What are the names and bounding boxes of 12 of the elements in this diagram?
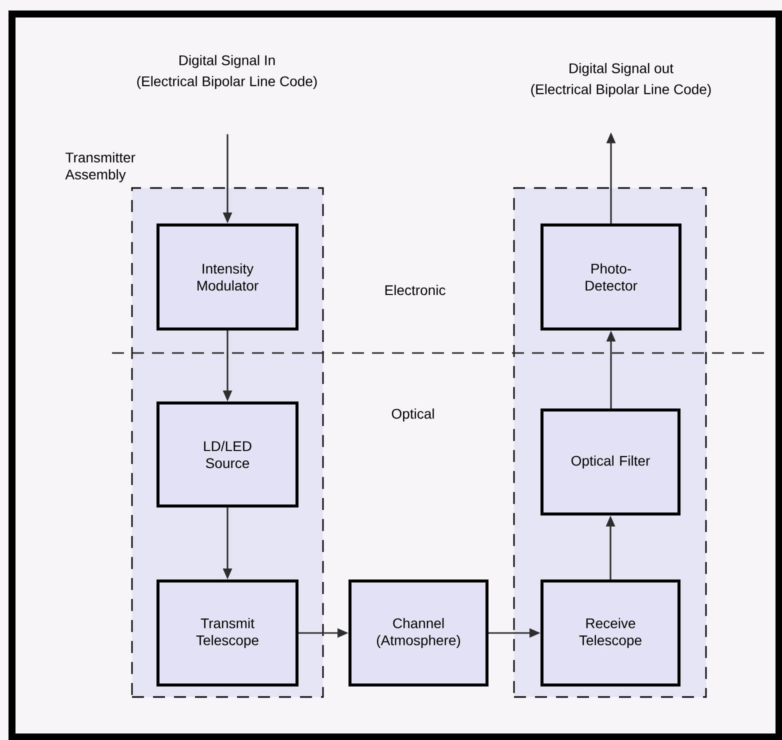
block-box: Transmit Telescope: [156, 580, 298, 686]
block-box: Intensity Modulator: [156, 224, 298, 330]
block-box: Photo- Detector: [540, 224, 682, 330]
signal-text: Digital Signal In (Electrical Bipolar Line Code): [137, 54, 317, 90]
signal-text: Digital Signal out (Electrical Bipolar Line Code): [531, 62, 711, 98]
block-box: Channel (Atmosphere): [348, 580, 488, 686]
block-box: LD/LED Source: [156, 402, 298, 508]
node-label: Transmitter Assembly: [65, 152, 136, 182]
block-box: Receive Telescope: [540, 580, 680, 686]
block-box: Optical Filter: [540, 408, 680, 516]
region-label: Electronic: [385, 284, 446, 296]
region-label: Optical: [392, 408, 434, 422]
